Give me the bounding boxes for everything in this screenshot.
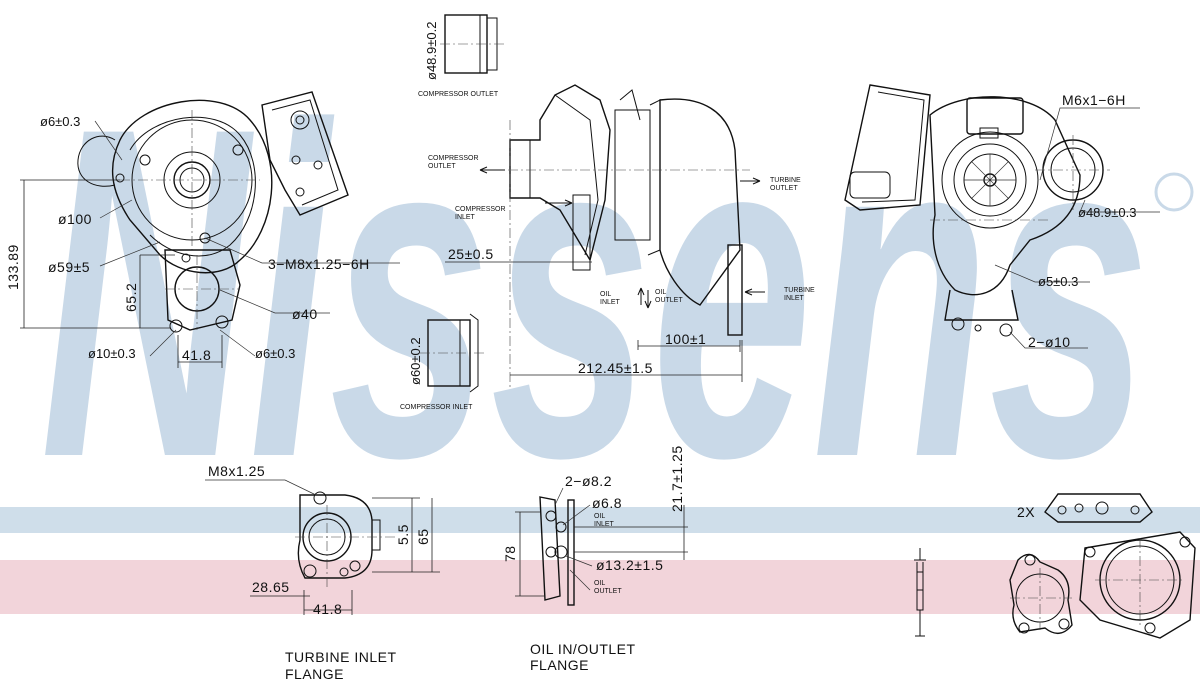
oil-flange-inlet-1: OIL xyxy=(594,513,605,520)
rear-m6-label: M6x1−6H xyxy=(1062,92,1126,108)
front-d10-label: ø10±0.3 xyxy=(88,346,136,361)
pink-band xyxy=(0,560,1200,614)
oil-flange-outlet-2: OUTLET xyxy=(594,588,622,595)
front-d59-label: ø59±5 xyxy=(48,259,90,275)
oil-flange: 2−ø8.2 ø6.8 ø13.2±1.5 21.7±1.25 78 OIL I… xyxy=(502,445,688,673)
oil-flange-outlet-1: OIL xyxy=(594,580,605,587)
side-turbine-inlet-1: TURBINE xyxy=(784,287,815,294)
front-view: ø6±0.3 ø100 ø59±5 133.89 65.2 3−M8x1.25−… xyxy=(5,91,400,368)
oil-flange-dim-78: 78 xyxy=(502,545,518,562)
front-dim-65-label: 65.2 xyxy=(123,283,139,312)
side-oil-outlet-2: OUTLET xyxy=(655,297,683,304)
oil-flange-d13: ø13.2±1.5 xyxy=(596,557,663,573)
front-d40-label: ø40 xyxy=(292,306,318,322)
side-comp-outlet-1: COMPRESSOR xyxy=(428,155,479,162)
side-comp-inlet-2: INLET xyxy=(455,214,476,221)
side-oil-inlet-2: INLET xyxy=(600,299,621,306)
turbine-flange-dim-28: 28.65 xyxy=(252,579,290,595)
turbine-flange-thread: M8x1.25 xyxy=(208,463,265,479)
side-comp-inlet-1: COMPRESSOR xyxy=(455,206,506,213)
rear-view: M6x1−6H ø48.9±0.3 ø5±0.3 2−ø10 xyxy=(844,84,1160,350)
side-view: COMPRESSOR OUTLET COMPRESSOR INLET TURBI… xyxy=(428,84,815,390)
oil-flange-caption-2: FLANGE xyxy=(530,657,589,673)
front-dim-133-label: 133.89 xyxy=(5,244,21,290)
brand-wordmark: Nissens xyxy=(40,30,1150,555)
side-dim-100: 100±1 xyxy=(665,331,706,347)
oil-flange-inlet-2: INLET xyxy=(594,521,615,528)
turbine-flange-dim-41: 41.8 xyxy=(313,601,342,617)
gasket-qty: 2X xyxy=(1017,504,1035,520)
side-oil-inlet-1: OIL xyxy=(600,291,611,298)
oil-flange-dim-21: 21.7±1.25 xyxy=(669,445,685,512)
oil-flange-holes: 2−ø8.2 xyxy=(565,473,612,489)
front-d100-label: ø100 xyxy=(58,211,92,227)
oil-flange-d6-8: ø6.8 xyxy=(592,495,622,511)
turbine-flange-caption-2: FLANGE xyxy=(285,666,344,682)
side-turbine-outlet-2: OUTLET xyxy=(770,185,798,192)
blue-band xyxy=(0,507,1200,533)
side-dim-25: 25±0.5 xyxy=(448,246,494,262)
front-d6-label: ø6±0.3 xyxy=(40,114,80,129)
side-oil-outlet-1: OIL xyxy=(655,289,666,296)
compressor-outlet-part: ø48.9±0.2 COMPRESSOR OUTLET xyxy=(418,14,505,98)
gasket-kit: 2X xyxy=(914,493,1196,639)
sealant-syringe-icon xyxy=(914,548,926,637)
compressor-outlet-label: COMPRESSOR OUTLET xyxy=(418,91,499,98)
oil-flange-caption-1: OIL IN/OUTLET xyxy=(530,641,636,657)
front-thread-label: 3−M8x1.25−6H xyxy=(268,256,370,272)
compressor-outlet-dia: ø48.9±0.2 xyxy=(424,22,439,80)
side-comp-outlet-2: OUTLET xyxy=(428,163,456,170)
turbine-inlet-flange: M8x1.25 5.5 65 28.65 41.8 TURBINE INLET … xyxy=(205,463,440,682)
compressor-inlet-label: COMPRESSOR INLET xyxy=(400,404,473,411)
front-dim-41-label: 41.8 xyxy=(182,347,211,363)
compressor-inlet-dia: ø60±0.2 xyxy=(408,337,423,385)
rear-d48-label: ø48.9±0.3 xyxy=(1078,205,1136,220)
side-dim-212: 212.45±1.5 xyxy=(578,360,653,376)
turbine-flange-dim-5-5: 5.5 xyxy=(395,524,411,545)
registered-mark-circle xyxy=(1154,172,1194,212)
side-turbine-inlet-2: INLET xyxy=(784,295,805,302)
turbine-flange-dim-65: 65 xyxy=(415,528,431,545)
rear-d5-label: ø5±0.3 xyxy=(1038,274,1078,289)
turbine-flange-caption-1: TURBINE INLET xyxy=(285,649,397,665)
front-d6b-label: ø6±0.3 xyxy=(255,346,295,361)
rear-holes-label: 2−ø10 xyxy=(1028,334,1071,350)
side-turbine-outlet-1: TURBINE xyxy=(770,177,801,184)
compressor-inlet-part: ø60±0.2 COMPRESSOR INLET xyxy=(400,313,485,411)
